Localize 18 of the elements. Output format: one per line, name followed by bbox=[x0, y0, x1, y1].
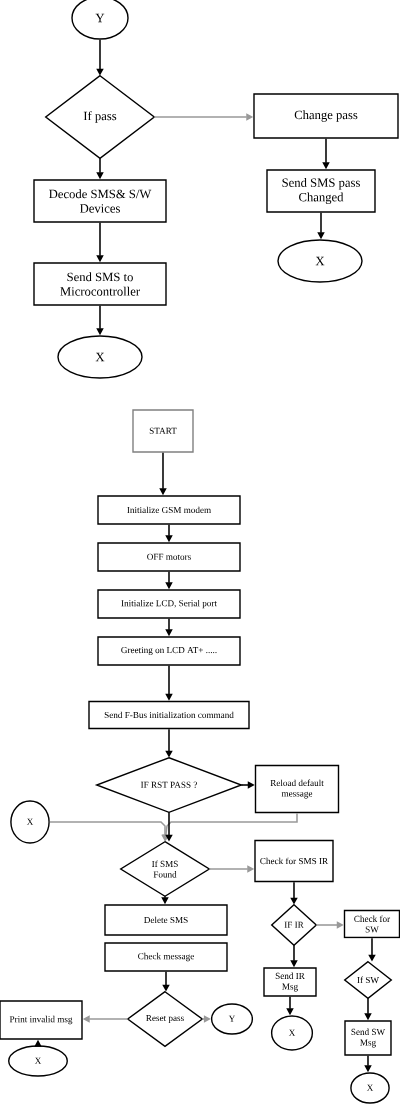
process-box: Send SMS pass Changed bbox=[266, 169, 376, 213]
process-box: OFF motors bbox=[97, 542, 241, 572]
process-box: Greeting on LCD AT+ ..... bbox=[97, 636, 241, 666]
process-box: Check for SW bbox=[343, 909, 400, 939]
process-box: Initialize GSM modem bbox=[97, 495, 241, 525]
process-box: Reload default message bbox=[254, 764, 340, 814]
process-box: Decode SMS& S/W Devices bbox=[33, 179, 167, 223]
process-box: Print invalid msg bbox=[0, 1000, 83, 1040]
process-box: Delete SMS bbox=[104, 904, 228, 936]
process-box: Check message bbox=[104, 942, 228, 972]
process-box: Send IR Msg bbox=[263, 967, 317, 997]
process-box: START bbox=[132, 409, 194, 453]
process-box: Send SMS to Microcontroller bbox=[33, 262, 167, 306]
process-box: Send F-Bus initialization command bbox=[88, 700, 250, 730]
process-box: Change pass bbox=[253, 93, 399, 139]
process-box: Send SW Msg bbox=[344, 1020, 392, 1056]
process-box: Initialize LCD, Serial port bbox=[97, 589, 241, 619]
process-box: Check for SMS IR bbox=[254, 839, 334, 883]
